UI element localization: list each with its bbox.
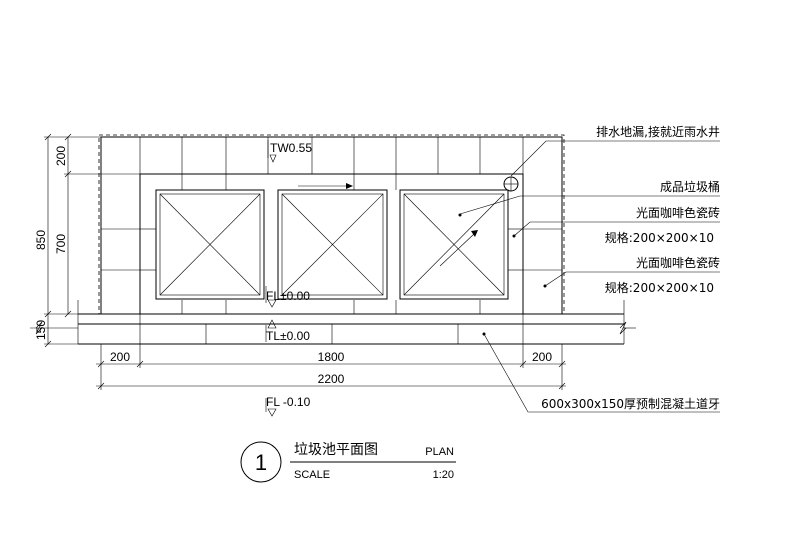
- drain-icon: [503, 176, 519, 192]
- title-scale-value: 1:20: [433, 469, 454, 481]
- dim-height-inner: 700: [54, 234, 68, 254]
- flow-arrow-diagonal: [439, 230, 478, 267]
- dim-width-left: 200: [110, 350, 130, 364]
- dim-height-total: 850: [34, 230, 48, 250]
- level-marker-tl: [265, 319, 277, 342]
- level-label-tl: TL±0.00: [266, 329, 310, 343]
- title-plan: PLAN: [425, 446, 454, 458]
- level-marker-fl-bottom: [265, 398, 277, 417]
- dim-width-total: 2200: [318, 372, 345, 386]
- title-block: [240, 441, 456, 483]
- annotation-drain: 排水地漏,接就近雨水井: [596, 124, 720, 139]
- leader-dots: [458, 213, 547, 336]
- annotation-tile2-spec: 规格:200×200×10: [605, 280, 714, 295]
- level-label-tw: TW0.55: [270, 141, 312, 155]
- dimension-horizontal: [96, 314, 566, 390]
- pool-outline: [98, 134, 565, 315]
- dim-height-top: 200: [54, 146, 68, 166]
- annotation-tile2-name: 光面咖啡色瓷砖: [636, 255, 720, 270]
- bin-2: [277, 189, 388, 300]
- bin-1: [155, 189, 265, 300]
- bin-3: [399, 189, 509, 300]
- annotation-bin: 成品垃圾桶: [660, 179, 720, 194]
- annotation-tile1-name: 光面咖啡色瓷砖: [636, 205, 720, 220]
- flow-arrow-right: [298, 183, 353, 189]
- level-label-fl-top: FL±0.00: [266, 289, 310, 303]
- title-number: 1: [255, 450, 267, 475]
- dim-width-middle: 1800: [318, 350, 345, 364]
- title-scale-label: SCALE: [294, 469, 330, 481]
- curb-strip: [30, 300, 636, 345]
- dimension-vertical: [44, 133, 101, 348]
- level-marker-tw: [267, 140, 277, 163]
- drawing-title: 垃圾池平面图: [294, 442, 378, 458]
- annotation-curb: 600x300x150厚预制混凝土道牙: [541, 396, 720, 411]
- level-label-fl-bottom: FL -0.10: [266, 395, 311, 409]
- annotation-tile1-spec: 规格:200×200×10: [605, 230, 714, 245]
- level-marker-fl-top: [265, 286, 277, 308]
- dim-width-right: 200: [532, 350, 552, 364]
- tile-grid: [101, 137, 562, 314]
- dim-height-curb: 150: [34, 320, 48, 340]
- leader-lines: [459, 140, 720, 413]
